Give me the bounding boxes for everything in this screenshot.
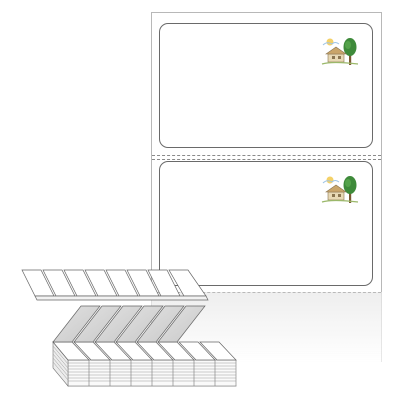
label-sheet	[151, 12, 382, 293]
stack-fold-diagonal	[52, 305, 206, 343]
label-top	[159, 23, 373, 148]
stack-top-strip-edge	[34, 295, 209, 301]
perforation-line	[152, 159, 381, 160]
stack-top-strip	[21, 269, 207, 297]
tree-and-cottage-icon	[321, 176, 359, 203]
stack-top-labels	[52, 341, 237, 361]
tree-and-cottage-icon	[321, 38, 359, 65]
fanfold-stack-illustration	[21, 269, 237, 387]
perforation-line	[152, 155, 381, 156]
label-bottom	[159, 161, 373, 286]
stack-base	[52, 341, 237, 387]
